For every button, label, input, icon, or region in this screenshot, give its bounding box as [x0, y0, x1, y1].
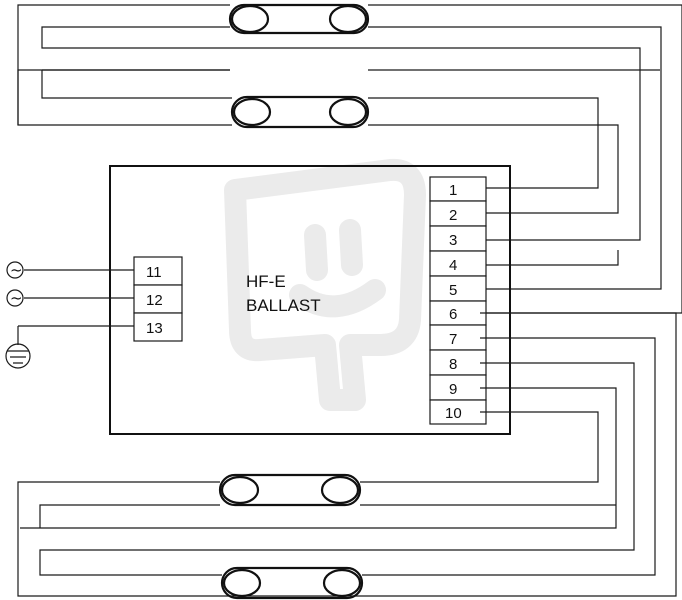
terminal-label-1: 1 [449, 182, 457, 199]
ballast-label-line1: HF-E [246, 272, 286, 291]
right-terminal-strip: 1 2 3 4 5 6 7 8 9 10 [429, 176, 487, 425]
terminal-9 [429, 374, 487, 401]
terminal-label-2: 2 [449, 207, 457, 224]
terminal-4 [429, 250, 487, 277]
ballast-label-line2: BALLAST [246, 296, 321, 315]
terminal-label-7: 7 [449, 331, 457, 348]
supply-wiring: ~ ~ [5, 261, 134, 369]
terminal-12 [133, 284, 183, 314]
terminal-1 [429, 176, 487, 202]
terminal-label-11: 11 [146, 264, 162, 281]
terminal-13 [133, 312, 183, 342]
earth-ground-icon [5, 343, 31, 369]
terminal-label-10: 10 [445, 405, 462, 422]
watermark-logo-icon [224, 158, 426, 411]
terminal-label-3: 3 [449, 232, 457, 249]
terminal-6 [429, 300, 487, 326]
ac-supply-2-icon [6, 289, 24, 307]
bottom-lamp-1 [218, 473, 362, 507]
terminal-5 [429, 275, 487, 302]
terminal-label-9: 9 [449, 381, 457, 398]
terminal-7 [429, 324, 487, 351]
terminal-label-5: 5 [449, 282, 457, 299]
ac-symbol-1: ~ [10, 261, 23, 279]
terminal-11 [133, 256, 183, 286]
terminal-label-8: 8 [449, 356, 457, 373]
ballast-box: HF-E BALLAST [109, 165, 511, 435]
terminal-label-12: 12 [146, 292, 163, 309]
left-terminal-strip: 11 12 13 [133, 256, 183, 342]
top-lamp-1 [228, 3, 370, 35]
bottom-lamp-2 [220, 566, 364, 600]
terminal-2 [429, 200, 487, 227]
terminal-label-6: 6 [449, 306, 457, 323]
top-lamp-2 [230, 95, 370, 129]
terminal-label-13: 13 [146, 320, 163, 337]
terminal-3 [429, 225, 487, 252]
ac-supply-1-icon [6, 261, 24, 279]
ac-symbol-2: ~ [10, 289, 23, 307]
terminal-8 [429, 349, 487, 376]
terminal-label-4: 4 [449, 257, 457, 274]
